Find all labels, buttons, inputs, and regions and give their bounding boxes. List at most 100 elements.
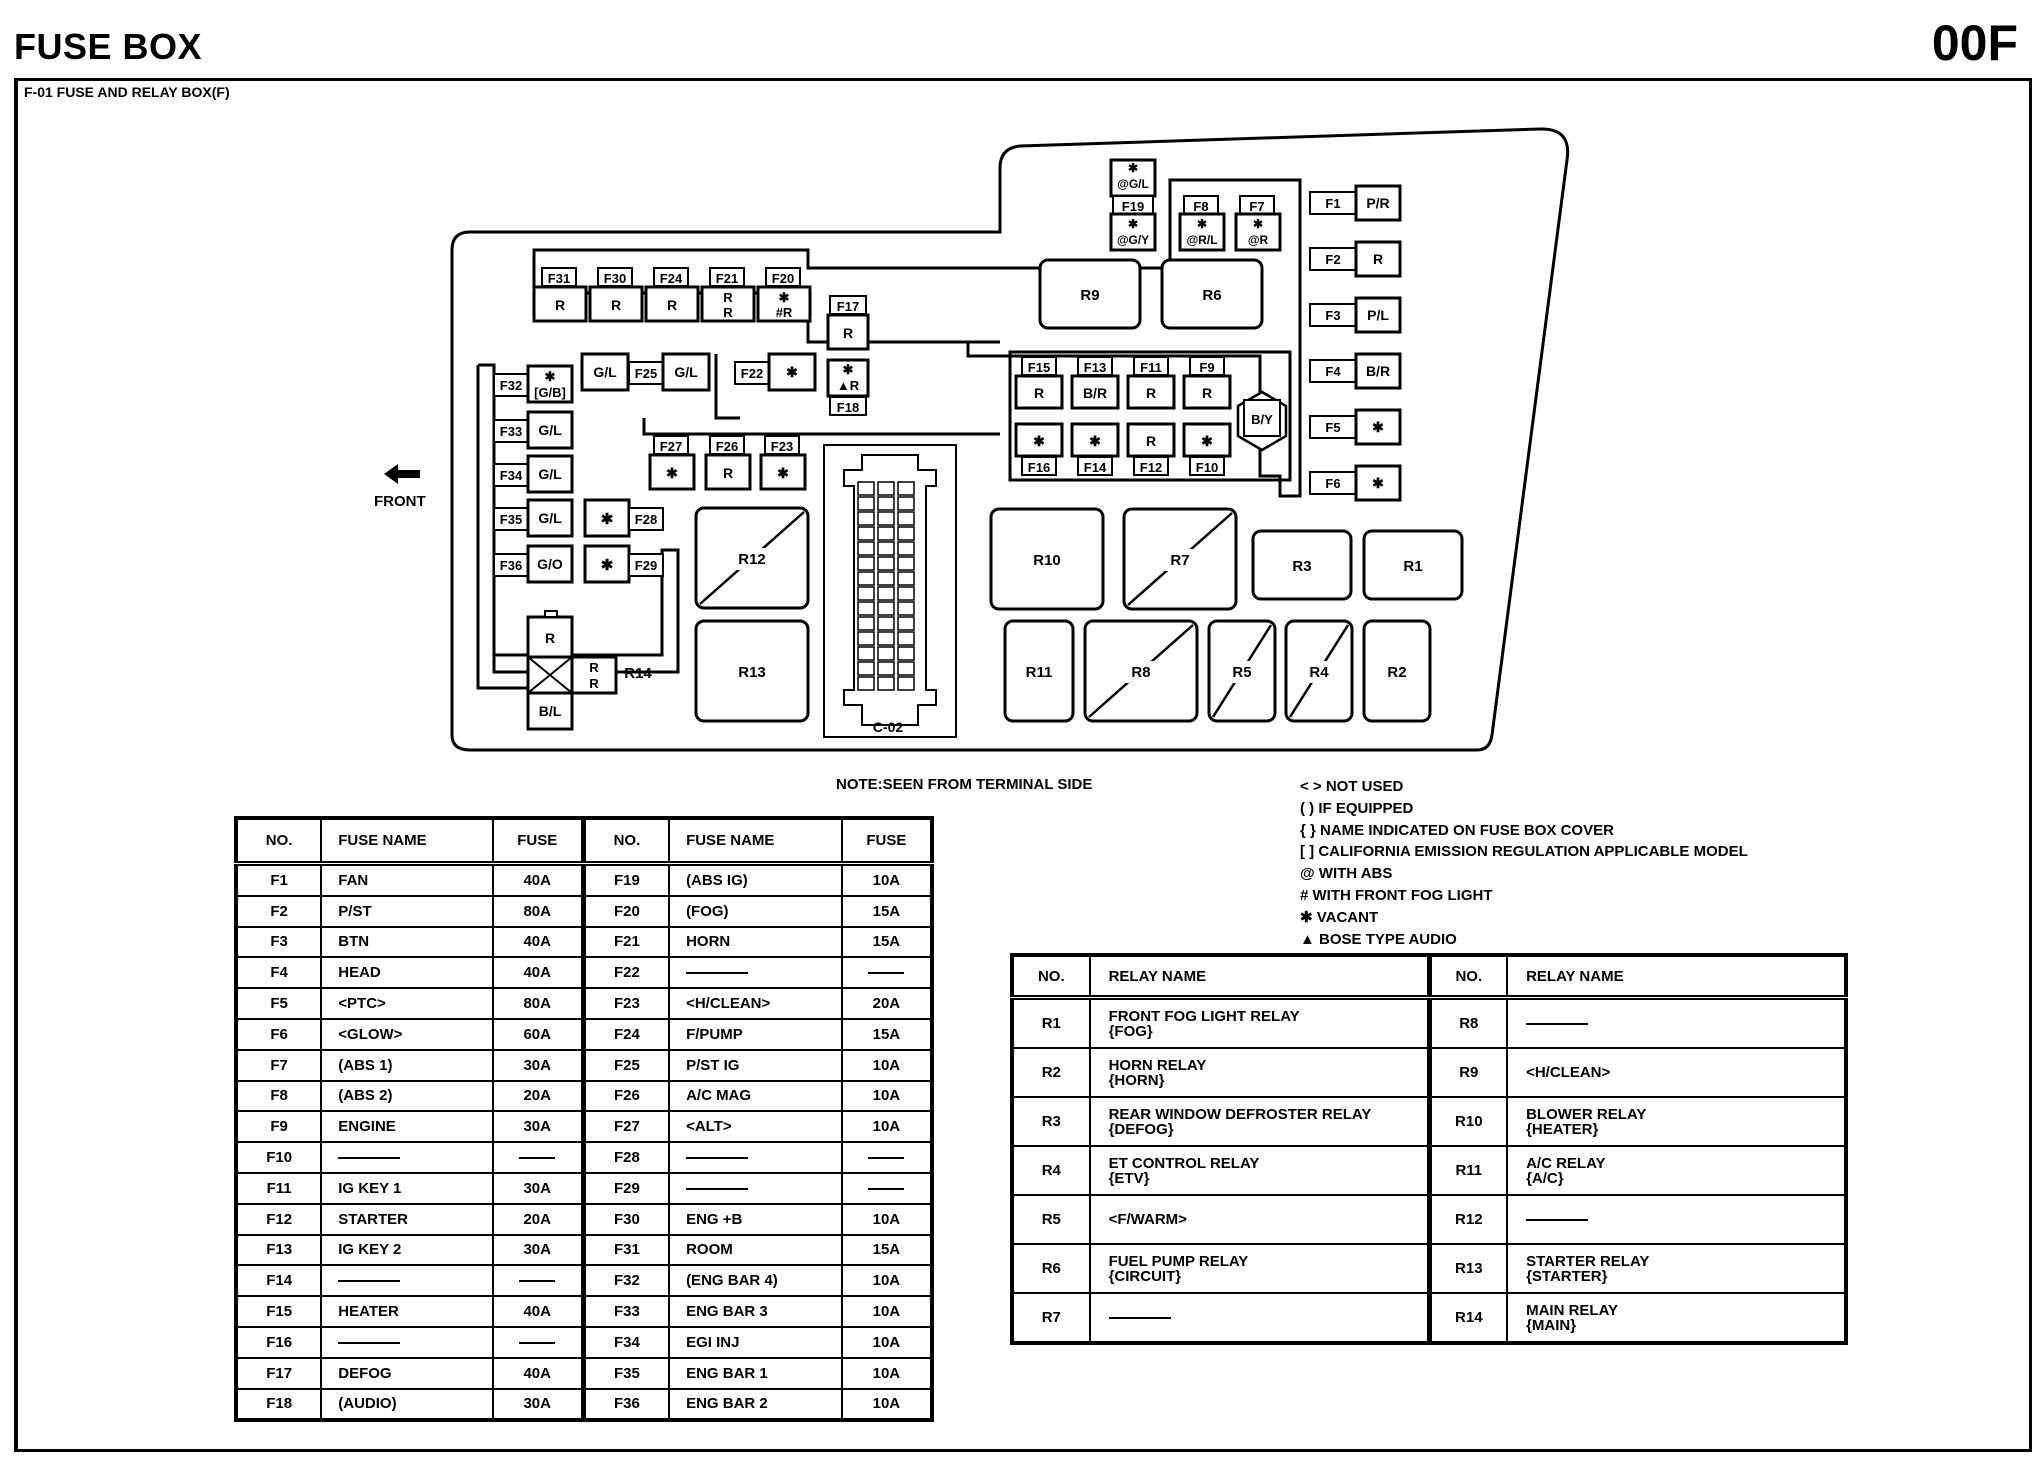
fuse-rating: 40A [491,925,585,959]
fuse-id-label: F22 [741,366,763,381]
fuse-id-label: F1 [1325,196,1340,211]
relay-cover-name: {HORN} [1108,1071,1165,1089]
not-used-dash [338,1280,401,1283]
header-relay-name: RELAY NAME [1088,954,1431,1000]
fuse-rating: 10A [840,1079,934,1113]
connector-pin [877,586,895,601]
fuse-rating: 40A [491,862,585,897]
arrow-left-icon [384,464,420,484]
fuse-rating: 10A [840,1295,934,1328]
fuse-name [320,1264,494,1298]
fuse-name: (FOG) [668,894,843,928]
fuse-name: FAN [320,862,494,897]
fuse-rating: 80A [491,894,585,928]
wire-color-label: B/R [1083,385,1107,401]
fuse-name: STARTER [320,1202,494,1236]
relay-r14-top [526,615,574,659]
relay-r14-side [570,655,618,695]
fuse-id-label: F15 [1028,360,1050,375]
connector-pin [877,541,895,556]
fuse-table: NO. FUSE NAME FUSE NO. FUSE NAME FUSE F1… [234,816,934,1423]
relay-table-row: R5<F/WARM>R12 [1011,1194,1847,1245]
fuse-no: F31 [580,1233,671,1267]
relay-name-cell [1088,1292,1431,1344]
connector-pin [897,571,915,586]
connector-pin [897,541,915,556]
connector-pin [897,481,915,496]
relay-r11 [1003,619,1075,723]
fuse-id-label: F3 [1325,308,1340,323]
page-code: 00F [1931,15,2018,71]
wire-color-label: ✱ [786,364,798,380]
fuse-id-label: F10 [1196,460,1218,475]
fuse-name: IG KEY 2 [320,1233,494,1267]
fuse-no: F4 [234,956,323,990]
wire-color-label: @G/Y [1117,233,1149,247]
fuse-id-label: F27 [660,439,682,454]
relay-name: MAIN RELAY [1526,1301,1619,1319]
wire-color-label: ✱ [1089,433,1101,449]
fuse-rating: 15A [840,925,934,959]
relay-cover-name: {DEFOG} [1108,1120,1174,1138]
fuse-no: F15 [234,1295,323,1328]
fuse-rating: 15A [840,1233,934,1267]
bus-bar [478,363,680,674]
not-used-dash [686,972,749,975]
fuse-name: <GLOW> [320,1017,494,1051]
fuse-no: F6 [234,1017,323,1051]
relay-label: R2 [1387,664,1406,681]
fuse-id-label: F21 [716,271,738,286]
fuse-id-label: F30 [604,271,626,286]
fuse-rating: 10A [840,1048,934,1082]
relay-name-cell: FRONT FOG LIGHT RELAY{FOG} [1088,996,1431,1049]
front-label: FRONT [374,493,426,510]
relay-label: R11 [1026,664,1053,681]
fuse-name: (AUDIO) [320,1387,494,1422]
connector-pin [877,571,895,586]
not-used-dash [868,1187,905,1190]
wire-color-label: ✱ [1128,161,1138,175]
fuse-terminal [526,364,574,404]
wire-color-label: G/L [538,422,562,438]
fuse-no: F34 [580,1325,671,1359]
wire-color-label: R [843,325,853,341]
connector-pin [857,646,875,661]
not-used-dash [338,1157,401,1160]
fuse-rating: 15A [840,894,934,928]
relay-label: R5 [1232,664,1251,681]
relay-name: <F/WARM> [1108,1211,1187,1228]
connector-pin [857,571,875,586]
fuse-no: F10 [234,1141,323,1174]
fuse-name: ENG BAR 2 [668,1387,843,1422]
relay-no: R9 [1426,1047,1509,1098]
connector-pin [897,496,915,511]
wire-color-label: ✱ [1128,217,1138,231]
fuse-id-label: F25 [635,366,657,381]
wire-color-label: R [667,297,677,313]
relay-no: R2 [1011,1047,1091,1098]
fuse-name [320,1141,494,1174]
relay-tab [544,610,558,618]
fuse-no: F21 [580,925,671,959]
relay-cover-name: {ETV} [1108,1169,1150,1187]
connector-pin [857,556,875,571]
wire-color-label: R [589,660,599,675]
relay-no: R7 [1011,1292,1091,1344]
connector-pin [897,646,915,661]
legend-item: ▲ BOSE TYPE AUDIO [1300,930,1457,948]
fuse-id-label: F16 [1028,460,1050,475]
relay-name-cell [1506,996,1847,1049]
relay-name-cell: BLOWER RELAY{HEATER} [1506,1096,1847,1147]
fuse-rating: 10A [840,1387,934,1422]
fuse-terminal [759,453,807,491]
wire-color-label: R [1373,251,1383,267]
fuse-id-label: F34 [500,468,523,483]
relay-no: R10 [1426,1096,1509,1147]
relay-name-cell: A/C RELAY{A/C} [1506,1145,1847,1196]
relay-name-cell [1506,1194,1847,1245]
fuse-name: ENG BAR 3 [668,1295,843,1328]
fuse-rating [491,1264,585,1298]
fuse-terminal [1354,408,1402,446]
